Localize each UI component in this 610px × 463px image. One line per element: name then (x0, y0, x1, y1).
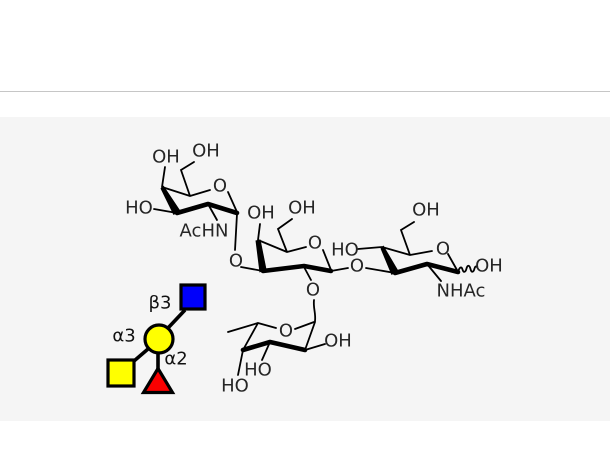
r3-anomeric-oh-label: OH (475, 256, 503, 277)
link-o-1-2-label: O (229, 251, 243, 272)
fuc-red-triangle-icon (140, 365, 176, 395)
r1-ring-oxygen-label: O (213, 176, 227, 197)
link-o-fuc-label: O (306, 280, 320, 301)
ring4-fucose: O OH HO HO (221, 321, 352, 397)
bond-thin (153, 161, 238, 251)
linkage-fucose: O (306, 280, 320, 322)
r2-ring-oxygen-label: O (308, 233, 322, 254)
r3-ho-c4-label: HO (331, 240, 359, 261)
r2-oh-c6-label: OH (288, 198, 316, 219)
r3-nhac-label: NHAc (437, 281, 486, 302)
chemical-structure: OH OH O HO AcHN O OH OH O (125, 141, 503, 397)
galnac-yellow-square-icon (106, 358, 136, 388)
snfg-diagram: β3 α3 α2 (106, 283, 207, 395)
r3-oh-c6-label: OH (412, 200, 440, 221)
ring2-gal: OH OH O (247, 198, 349, 281)
r1-ho-c3-label: HO (125, 198, 153, 219)
r4-oh-c2-label: OH (324, 331, 352, 352)
bond-wedge (160, 185, 181, 215)
linkage-2-3: O (350, 256, 396, 277)
bond-bold (174, 201, 240, 216)
ring3-glcnac: HO OH O OH NHAc (331, 200, 503, 302)
gal-yellow-circle-icon (143, 323, 175, 355)
r3-ring-oxygen-label: O (436, 239, 450, 260)
bond-wedge (255, 239, 267, 273)
bond-thin (257, 218, 349, 281)
glcnac-blue-square-icon (179, 283, 207, 311)
horizontal-divider (0, 91, 610, 92)
link-o-2-3-label: O (350, 256, 364, 277)
bond-thin (365, 267, 396, 274)
bond-bold (260, 263, 334, 274)
r4-ho-c3-label: HO (244, 360, 272, 381)
alpha2-linkage-label: α2 (164, 349, 187, 370)
r1-achn-label: AcHN (180, 221, 229, 242)
bond-thin (312, 299, 317, 322)
alpha3-linkage-label: α3 (112, 326, 135, 347)
bond-thin (357, 221, 458, 282)
bond-wedge (380, 245, 399, 275)
bond-thin (227, 321, 326, 376)
r1-oh-c6-label: OH (192, 141, 220, 162)
r4-ring-oxygen-label: O (279, 321, 293, 342)
r1-oh-c4-label: OH (152, 147, 180, 168)
r4-ho-c4-label: HO (221, 376, 249, 397)
r2-oh-c4-label: OH (247, 203, 275, 224)
bond-bold (240, 339, 308, 353)
ring1-galnac: OH OH O HO AcHN (125, 141, 240, 251)
bond-squiggle (457, 264, 478, 273)
beta3-linkage-label: β3 (149, 293, 172, 314)
bond-bold (392, 261, 461, 276)
